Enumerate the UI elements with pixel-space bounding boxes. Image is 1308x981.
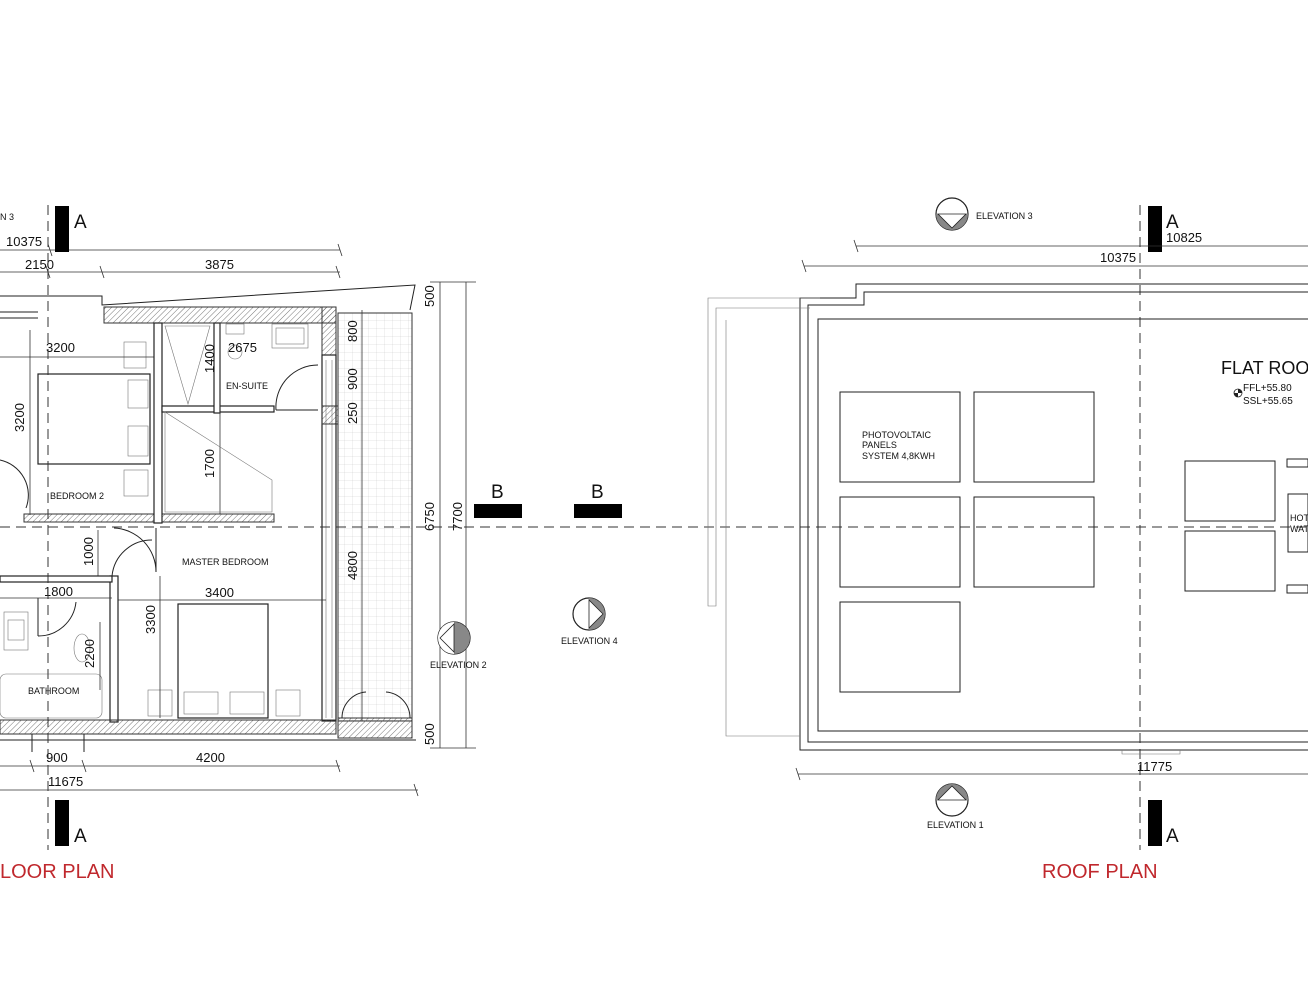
roof-unit-1 — [1184, 460, 1276, 522]
partial-elevation-label: N 3 — [0, 212, 14, 222]
section-a-label-top-left: A — [74, 212, 87, 233]
section-a-label-top-right: A — [1166, 212, 1179, 233]
roof-plan: ELEVATION 3 10825 10375 PHOTOVOLTAIC PAN… — [707, 197, 1308, 883]
roof-unit-2 — [1184, 530, 1276, 592]
dim-4800: 4800 — [345, 551, 360, 580]
dim-250: 250 — [345, 402, 360, 424]
section-b-marker-right — [574, 504, 622, 518]
section-a-marker-bottom-left — [55, 800, 69, 846]
section-a-label-bottom-right: A — [1166, 826, 1179, 847]
elevation-1-marker: ELEVATION 1 — [927, 783, 984, 830]
pv-label-1: PHOTOVOLTAIC — [862, 430, 932, 440]
roof-dim-10375: 10375 — [1100, 250, 1136, 265]
level-marker-icon — [1233, 388, 1243, 398]
pv-panel-4 — [973, 496, 1095, 588]
pv-panel-2 — [973, 391, 1095, 483]
hot-water-label-2: WAT — [1290, 524, 1308, 534]
section-b-label-right: B — [591, 482, 604, 503]
hot-water-label-1: HOT — [1290, 513, 1308, 523]
pv-panel-3 — [839, 496, 961, 588]
elevation-3-marker: ELEVATION 3 — [935, 197, 1033, 231]
dim-3875: 3875 — [205, 257, 234, 272]
dim-4200: 4200 — [196, 750, 225, 765]
dim-3200v: 3200 — [12, 403, 27, 432]
bed-master — [177, 603, 269, 719]
dim-2675: 2675 — [228, 340, 257, 355]
floor-plan: N 3 10375 2150 3875 BE — [0, 212, 487, 883]
elevation-2-marker: ELEVATION 2 — [430, 621, 487, 670]
section-a-marker-top-right — [1148, 206, 1162, 252]
pv-panel-5 — [839, 601, 961, 693]
pv-label-2: PANELS — [862, 440, 897, 450]
section-lines: A A B B A A — [0, 205, 1308, 850]
section-a-marker-bottom-right — [1148, 800, 1162, 846]
dim-7700: 7700 — [450, 502, 465, 531]
room-en-suite: EN-SUITE — [226, 381, 268, 391]
dim-900v: 900 — [345, 368, 360, 390]
dim-6750: 6750 — [422, 502, 437, 531]
ffl-label: FFL+55.80 — [1243, 383, 1292, 394]
elevation-3-label: ELEVATION 3 — [976, 211, 1033, 221]
section-a-label-bottom-left: A — [74, 826, 87, 847]
pv-panel-1 — [839, 391, 961, 483]
roof-dim-10825: 10825 — [1166, 230, 1202, 245]
roof-dim-11775: 11775 — [1137, 759, 1172, 774]
room-bedroom2: BEDROOM 2 — [50, 491, 104, 501]
section-a-marker-top-left — [55, 206, 69, 252]
dim-2200: 2200 — [82, 639, 97, 668]
dim-1700: 1700 — [202, 449, 217, 478]
room-master-bedroom: MASTER BEDROOM — [182, 557, 269, 567]
section-b-marker-left — [474, 504, 522, 518]
elevation-4-label: ELEVATION 4 — [561, 636, 618, 646]
flat-roof-label: FLAT ROO — [1221, 358, 1308, 378]
bottom-wall — [0, 719, 337, 735]
roof-plan-title: ROOF PLAN — [1042, 861, 1158, 883]
room-bathroom: BATHROOM — [28, 686, 79, 696]
balcony — [337, 312, 413, 722]
dim-3200h: 3200 — [46, 340, 75, 355]
pv-label-3: SYSTEM 4,8KWH — [862, 451, 935, 461]
dim-10375: 10375 — [6, 234, 42, 249]
section-b-label-left: B — [491, 482, 504, 503]
elevation-1-label: ELEVATION 1 — [927, 820, 984, 830]
bed-bedroom2 — [37, 373, 151, 465]
elevation-2-label: ELEVATION 2 — [430, 660, 487, 670]
floor-plan-title: LOOR PLAN — [0, 861, 114, 883]
dim-2150: 2150 — [25, 257, 54, 272]
dim-1800: 1800 — [44, 584, 73, 599]
dim-900h: 900 — [46, 750, 68, 765]
dim-1400: 1400 — [202, 344, 217, 373]
top-wall — [103, 306, 337, 324]
dim-800: 800 — [345, 320, 360, 342]
elevation-4-marker: ELEVATION 4 — [561, 597, 618, 646]
dim-11675: 11675 — [48, 774, 83, 789]
dim-1000: 1000 — [81, 537, 96, 566]
dim-500-bottom: 500 — [422, 723, 437, 745]
dim-3300: 3300 — [143, 605, 158, 634]
dim-500-top: 500 — [422, 285, 437, 307]
hot-water-unit — [1287, 493, 1308, 553]
ssl-label: SSL+55.65 — [1243, 396, 1293, 407]
dim-3400: 3400 — [205, 585, 234, 600]
